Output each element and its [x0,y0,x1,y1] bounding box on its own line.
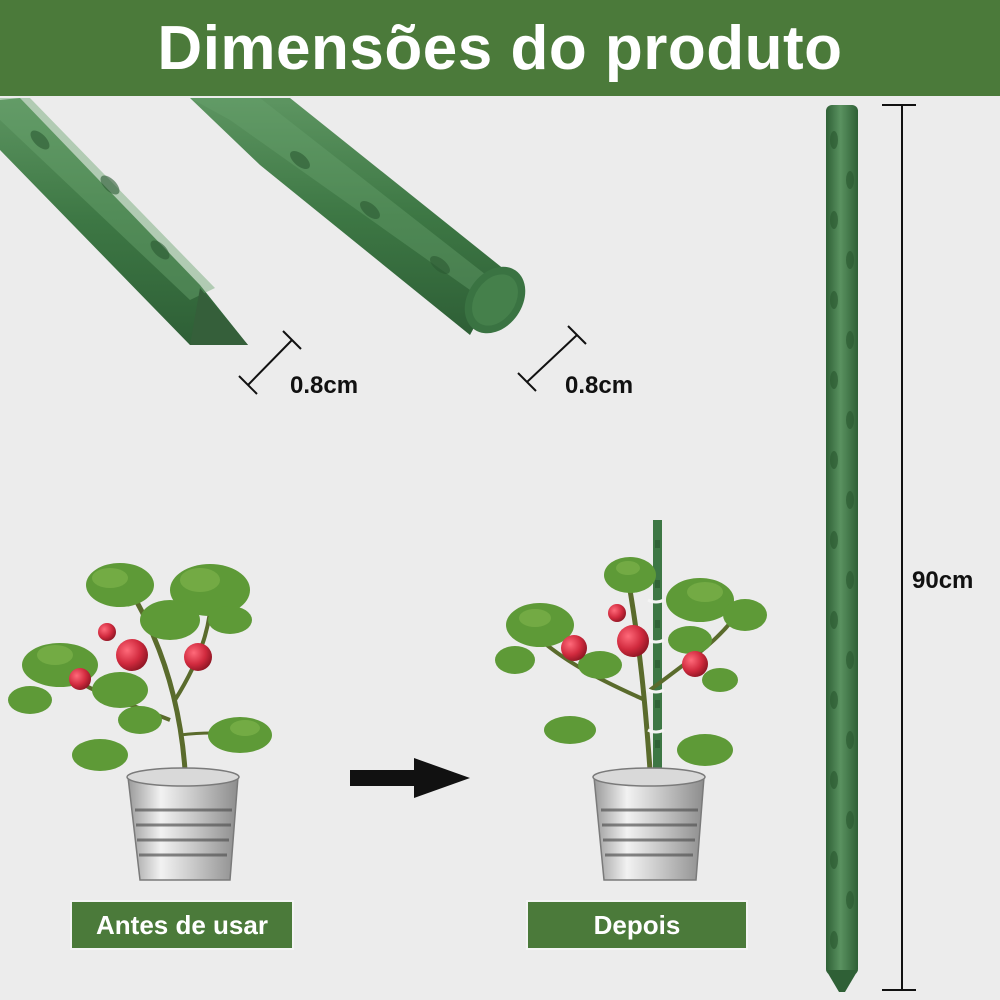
after-label: Depois [526,900,748,950]
diameter-label-pointed: 0.8cm [290,372,359,399]
metal-pot-after [592,767,706,881]
tomato-plant-before [8,563,272,771]
header-banner: Dimensões do produto [0,0,1000,96]
arrow-right-icon [350,758,470,798]
metal-pot-before [126,767,240,881]
diameter-label-flat: 0.8cm [565,372,634,399]
diameter-marker-flat [517,325,587,392]
stake-flat-end [190,98,526,335]
diameter-marker-pointed [238,330,302,395]
full-length-stake [826,105,858,992]
length-label: 90cm [912,567,974,594]
page-title: Dimensões do produto [157,13,843,83]
before-label: Antes de usar [70,900,294,950]
tomato-plant-after [495,520,767,780]
stake-pointed-end [0,98,248,345]
length-marker [882,104,916,991]
